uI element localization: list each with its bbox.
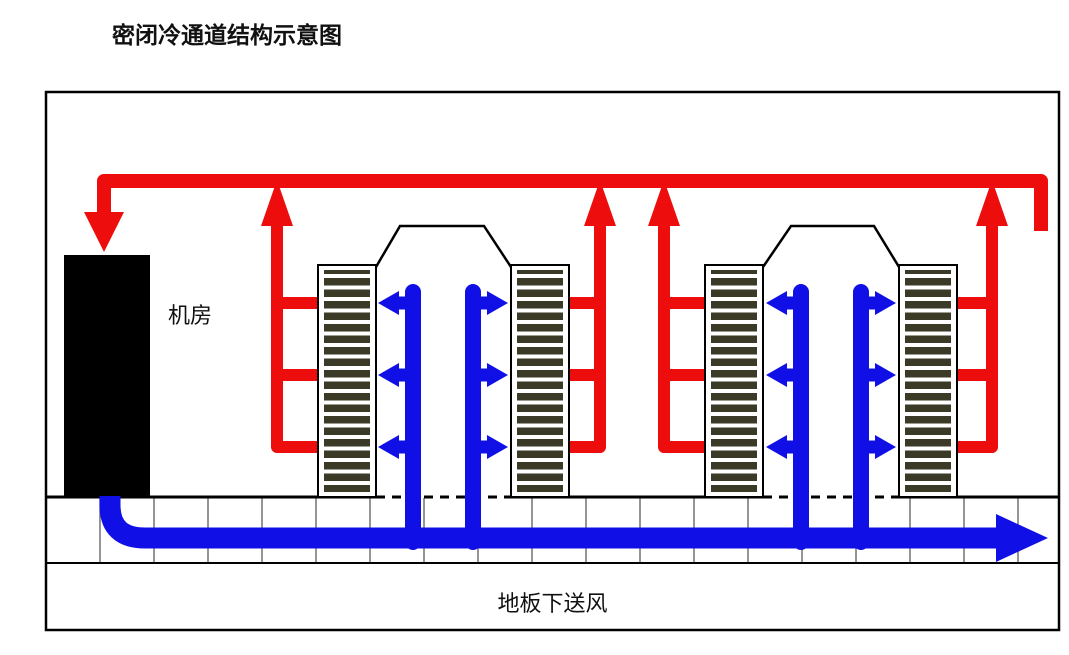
cold-riser: [853, 284, 896, 550]
server-rack: [317, 264, 377, 498]
server-rack: [510, 264, 570, 498]
crac-unit: [64, 255, 150, 496]
cold-air-arrow-right: [875, 363, 896, 387]
hot-return-main-pipe: [97, 174, 1048, 231]
cold-supply-main-pipe: [99, 486, 998, 549]
hot-air-pipework: [84, 174, 1048, 453]
hot-riser: [648, 180, 705, 453]
cold-aisle-roof: [374, 224, 901, 268]
hot-riser: [957, 180, 1008, 453]
hot-riser: [261, 180, 318, 453]
cold-air-arrow-right: [875, 291, 896, 315]
cold-air-arrow-right: [487, 363, 508, 387]
cold-air-arrow-left: [766, 435, 787, 459]
cold-air-arrow-right: [875, 435, 896, 459]
hot-air-arrow-up: [261, 180, 293, 226]
hot-air-arrow-up: [648, 180, 680, 226]
server-rack: [898, 264, 958, 498]
cold-air-arrow-right: [487, 435, 508, 459]
cold-air-arrow-left: [766, 363, 787, 387]
hot-air-arrow-up: [976, 180, 1008, 226]
cold-riser: [766, 284, 809, 550]
cold-air-arrow-right: [487, 291, 508, 315]
cold-air-arrow-right: [996, 514, 1048, 562]
hot-air-arrow-down: [84, 212, 124, 252]
server-rack: [704, 264, 764, 498]
cold-air-arrow-left: [378, 291, 399, 315]
cold-riser: [465, 284, 508, 550]
cold-riser: [378, 284, 421, 550]
server-racks: [317, 264, 958, 498]
cold-air-arrow-left: [378, 363, 399, 387]
cold-air-arrow-left: [766, 291, 787, 315]
cold-air-arrow-left: [378, 435, 399, 459]
room-label: 机房: [168, 303, 213, 328]
hot-riser: [569, 180, 616, 453]
diagram-title: 密闭冷通道结构示意图: [112, 22, 342, 48]
hot-air-arrow-up: [584, 180, 616, 226]
underfloor-supply-label: 地板下送风: [497, 591, 608, 616]
cold-air-pipework: [99, 284, 1048, 562]
